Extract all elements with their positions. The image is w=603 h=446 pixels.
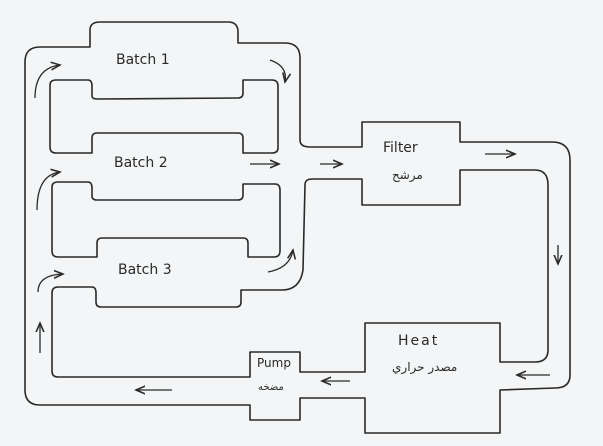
inner-return-pipe bbox=[51, 169, 549, 378]
filter-label-arabic: مرشح bbox=[392, 168, 423, 182]
flow-arrow bbox=[269, 59, 285, 82]
batch-divider-1 bbox=[49, 79, 279, 154]
filter-label: Filter bbox=[383, 140, 418, 156]
batch-divider-2 bbox=[51, 181, 281, 258]
batch-2-label: Batch 2 bbox=[114, 155, 168, 171]
batch-1-label: Batch 1 bbox=[116, 52, 170, 68]
outer-pipe bbox=[24, 21, 571, 434]
pump-label: Pump bbox=[257, 356, 291, 370]
batch-3-label: Batch 3 bbox=[118, 262, 172, 278]
heat-label: Heat bbox=[398, 333, 440, 349]
flow-arrow bbox=[267, 250, 293, 273]
flow-arrow bbox=[34, 65, 60, 99]
flow-arrow bbox=[37, 274, 63, 293]
heat-label-arabic: مصدر حراري bbox=[392, 360, 458, 374]
flow-arrow bbox=[36, 172, 60, 211]
pump-label-arabic: مضخه bbox=[258, 382, 284, 393]
